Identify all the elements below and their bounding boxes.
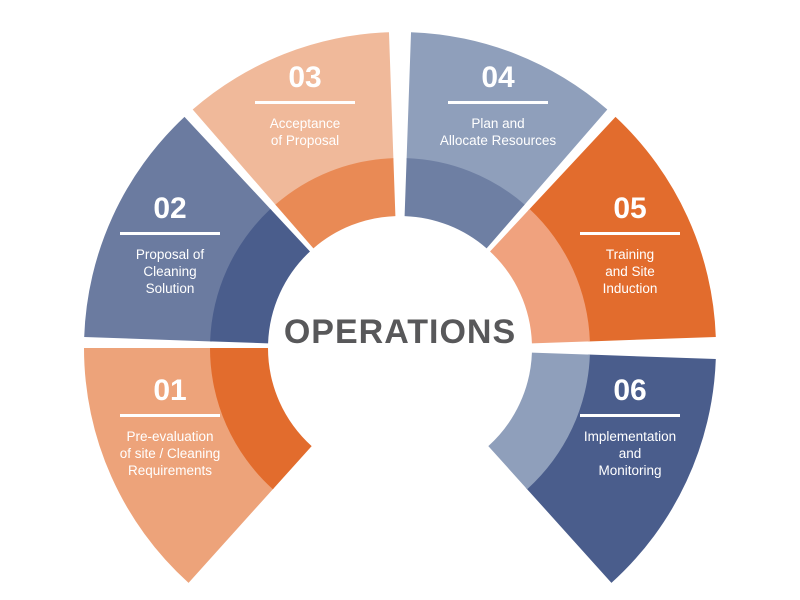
step-underline-06 [580,414,680,417]
step-text-01-line-1: Pre-evaluation [126,429,213,444]
step-underline-04 [448,101,548,104]
step-text-03-line-1: Acceptance [270,116,341,131]
center-title: OPERATIONS [284,313,516,351]
step-number-04: 04 [481,61,515,94]
step-text-04-line-2: Allocate Resources [440,133,557,148]
segment-03 [192,32,394,207]
step-underline-02 [120,232,220,235]
segment-inner-06 [488,352,590,490]
step-text-06-line-1: Implementation [584,429,676,444]
segment-inner-01 [210,348,312,490]
segment-inner-05 [490,209,590,344]
step-number-03: 03 [288,61,321,94]
step-text-05-line-1: Training [606,247,654,262]
segment-01 [84,348,275,583]
segment-04 [406,32,608,207]
step-number-02: 02 [153,192,186,225]
segment-inner-02 [210,209,310,344]
step-text-06-line-2: and [619,446,642,461]
step-text-05-line-3: Induction [603,281,658,296]
step-text-02-line-3: Solution [146,281,195,296]
step-text-02-line-2: Cleaning [143,264,196,279]
segments-layer [84,32,716,583]
step-number-06: 06 [613,374,646,407]
step-text-06-line-3: Monitoring [598,463,661,478]
segment-02 [84,116,272,342]
step-text-05-line-2: and Site [605,264,655,279]
segment-inner-03 [275,158,396,249]
step-text-01-line-2: of site / Cleaning [120,446,221,461]
segment-05 [528,116,716,342]
segment-06 [525,354,716,583]
step-underline-03 [255,101,355,104]
segment-inner-04 [404,158,525,249]
step-number-05: 05 [613,192,646,225]
step-underline-01 [120,414,220,417]
step-text-04-line-1: Plan and [471,116,524,131]
step-text-02-line-1: Proposal of [136,247,205,262]
step-number-01: 01 [153,374,186,407]
step-text-01-line-3: Requirements [128,463,212,478]
step-underline-05 [580,232,680,235]
step-text-03-line-2: of Proposal [271,133,339,148]
